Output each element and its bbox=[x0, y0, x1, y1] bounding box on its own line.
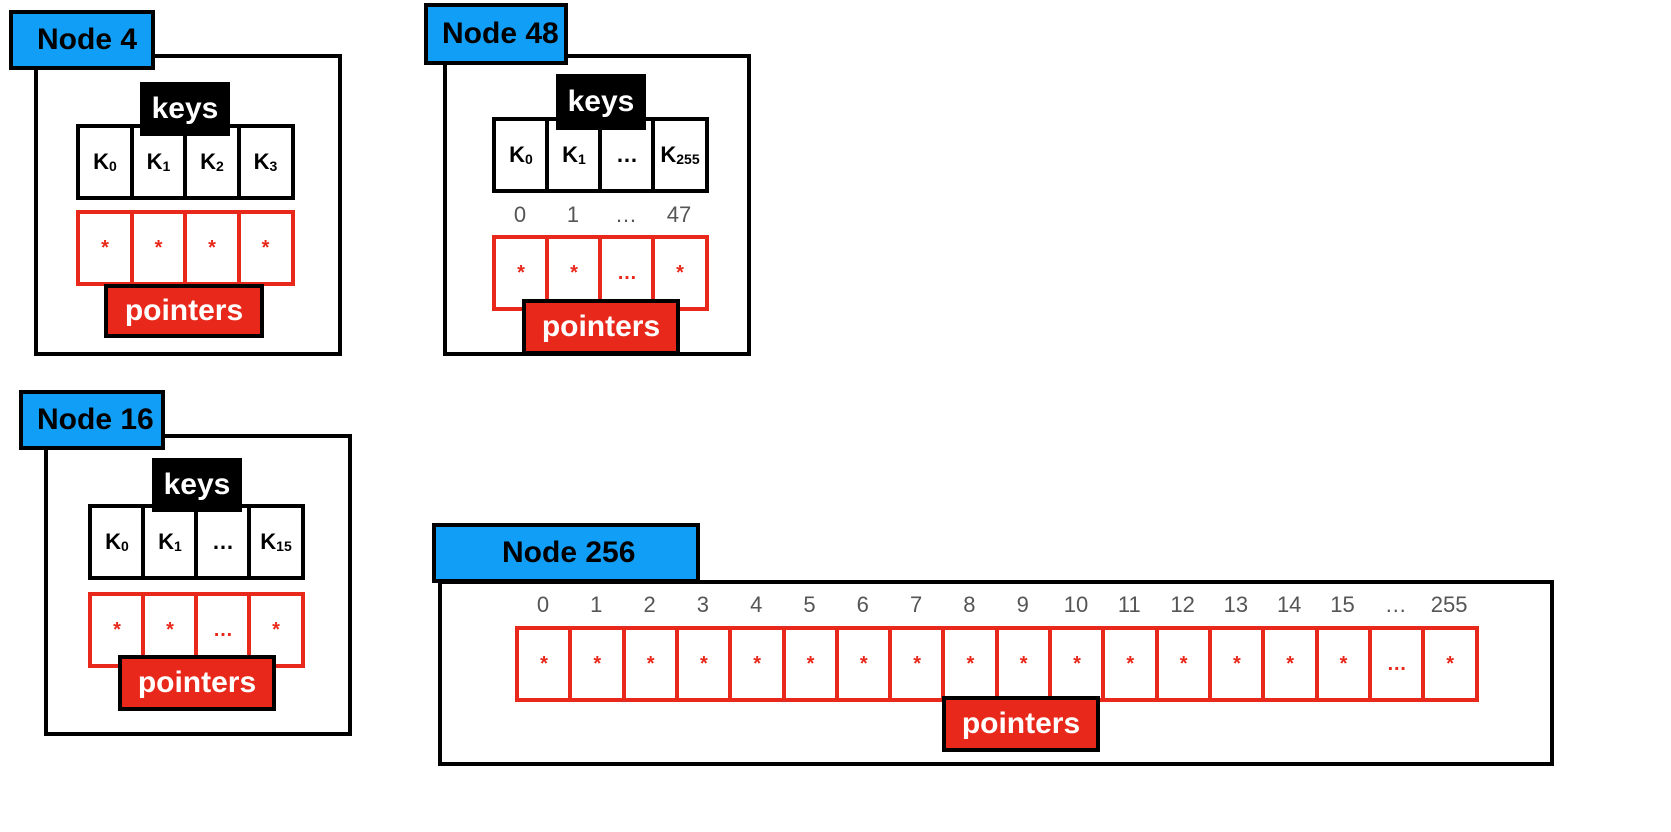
node-256-pointer-cell: * bbox=[515, 626, 573, 702]
node-48-keys-label: keys bbox=[556, 74, 646, 130]
node-48-key-text: K bbox=[562, 142, 579, 167]
node-256-pointer-cell: * bbox=[781, 626, 840, 702]
node-256-index-label: 9 bbox=[1016, 592, 1029, 617]
node-256-pointer-cell: * bbox=[834, 626, 893, 702]
node-256-pointer-cell: * bbox=[888, 626, 947, 702]
node-256-index-label: 5 bbox=[803, 592, 816, 617]
node-256-index-label: 0 bbox=[536, 592, 550, 617]
node-256-pointer-cell: * bbox=[674, 626, 733, 702]
node-48-pointer-cell: * bbox=[651, 235, 709, 311]
node-256-pointer-cell: * bbox=[1101, 626, 1160, 702]
node-48-index-label: 1 bbox=[566, 202, 580, 227]
node-256-title: Node 256 bbox=[432, 523, 700, 583]
node-16-pointers-label: pointers bbox=[118, 655, 276, 711]
node-256-pointer-cell: * bbox=[1314, 626, 1373, 702]
node-4-key-subscript: 0 bbox=[109, 158, 117, 174]
node-256-index-label: 1 bbox=[590, 592, 603, 617]
node-16-key-text: … bbox=[212, 529, 234, 554]
node-256-pointer-cell: … bbox=[1367, 626, 1426, 702]
node-256-index-label: 12 bbox=[1170, 592, 1195, 617]
node-48-pointer-cell: * bbox=[492, 235, 550, 311]
node-256-index-label: 15 bbox=[1330, 592, 1355, 617]
node-256-pointer-cell: * bbox=[1154, 626, 1213, 702]
node-256-pointer-cell: * bbox=[728, 626, 787, 702]
node-48-key-subscript: 0 bbox=[525, 151, 533, 167]
node-256-index-label: 4 bbox=[750, 592, 763, 617]
node-4-key-text: K bbox=[146, 149, 163, 174]
node-16-key-subscript: 0 bbox=[121, 538, 129, 554]
node-4-key-text: K bbox=[253, 149, 270, 174]
node-256-pointer-cell: * bbox=[1421, 626, 1480, 702]
node-4-pointer-cell: * bbox=[76, 210, 134, 286]
node-256-pointer-cell: * bbox=[1048, 626, 1106, 702]
node-48-key-text: K bbox=[509, 142, 526, 167]
node-16-key-subscript: 15 bbox=[276, 538, 292, 554]
node-4-key-subscript: 2 bbox=[216, 158, 224, 174]
node-16-key-text: K bbox=[260, 529, 277, 554]
node-48-key-text: K bbox=[660, 142, 677, 167]
node-256-index-label: 14 bbox=[1276, 592, 1302, 617]
node-4-key-text: K bbox=[93, 149, 110, 174]
node-48-index-label: 0 bbox=[513, 202, 527, 227]
node-4-pointer-cell: * bbox=[183, 210, 241, 286]
node-16-title: Node 16 bbox=[19, 390, 165, 450]
node-256-index-label: 11 bbox=[1117, 592, 1141, 617]
node-48-pointers-label: pointers bbox=[522, 299, 680, 355]
node-16-keys-label: keys bbox=[152, 458, 242, 512]
node-256-index-label: 255 bbox=[1430, 592, 1468, 617]
node-256-pointer-cell: * bbox=[1207, 626, 1266, 702]
node-256-pointer-cell: * bbox=[941, 626, 1000, 702]
node-16-key-cell: … bbox=[194, 504, 252, 580]
node-48-index-label: … bbox=[615, 202, 637, 227]
node-256-index-label: 8 bbox=[963, 592, 976, 617]
node-4-pointer-cell: * bbox=[236, 210, 295, 286]
node-48-key-subscript: 255 bbox=[676, 151, 700, 167]
node-48-key-subscript: 1 bbox=[578, 151, 586, 167]
node-256-pointer-cell: * bbox=[568, 626, 627, 702]
node-4-pointers-label: pointers bbox=[104, 284, 264, 338]
node-256-pointer-cell: * bbox=[1261, 626, 1320, 702]
node-16-key-subscript: 1 bbox=[174, 538, 182, 554]
node-4-pointer-cell: * bbox=[129, 210, 188, 286]
node-256-index-label: 2 bbox=[643, 592, 656, 617]
node-256-index-label: 10 bbox=[1063, 592, 1089, 617]
node-256-pointer-cell: * bbox=[994, 626, 1053, 702]
node-256-index-label: 7 bbox=[909, 592, 923, 617]
node-4-key-subscript: 3 bbox=[269, 158, 278, 174]
node-256-pointers-label: pointers bbox=[942, 696, 1100, 752]
node-48-title: Node 48 bbox=[424, 3, 568, 65]
node-256-index-label: 13 bbox=[1223, 592, 1249, 617]
node-256-index-label: … bbox=[1384, 592, 1407, 617]
node-256-index-label: 6 bbox=[856, 592, 869, 617]
node-4-title: Node 4 bbox=[9, 10, 155, 70]
node-256-index-label: 3 bbox=[696, 592, 710, 617]
node-16-key-text: K bbox=[158, 529, 175, 554]
node-48-key-text: … bbox=[616, 142, 638, 167]
node-4-key-subscript: 1 bbox=[162, 158, 171, 174]
node-16-key-text: K bbox=[105, 529, 122, 554]
node-256-pointer-cell: * bbox=[621, 626, 680, 702]
node-4-key-text: K bbox=[200, 149, 217, 174]
node-48-index-label: 47 bbox=[666, 202, 692, 227]
node-4-keys-label: keys bbox=[140, 82, 230, 136]
